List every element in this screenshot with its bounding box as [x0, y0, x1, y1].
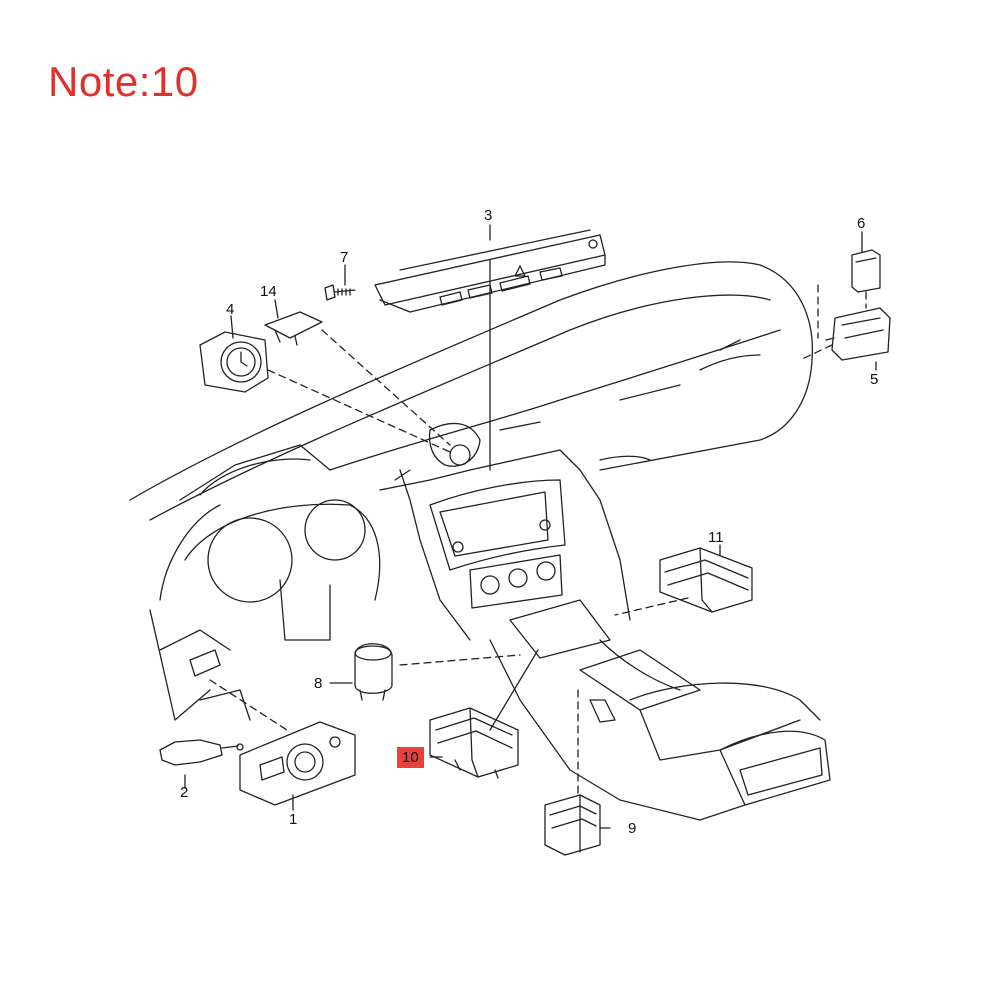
dashboard-drawing — [129, 261, 831, 821]
part-4-clock — [199, 331, 269, 393]
part-7-screw — [324, 284, 356, 301]
callout-2: 2 — [180, 784, 189, 801]
callout-7: 7 — [340, 249, 349, 266]
part-14-cover — [264, 311, 323, 346]
part-11-switch-block — [659, 547, 753, 613]
part-6-switch-cover — [851, 249, 881, 293]
callout-10-highlighted: 10 — [397, 747, 424, 768]
part-8-start-button — [354, 643, 393, 701]
callout-1: 1 — [289, 811, 298, 828]
callout-11: 11 — [708, 529, 724, 546]
callout-9: 9 — [628, 820, 637, 837]
callout-4: 4 — [226, 301, 235, 318]
part-1-light-switch — [239, 721, 356, 806]
note-title: Note:10 — [48, 58, 199, 105]
solid-leaders — [184, 224, 877, 829]
part-10-window-switch — [429, 707, 519, 779]
part-3-climate-panel — [374, 229, 606, 313]
callout-8: 8 — [314, 675, 323, 692]
callout-3: 3 — [484, 207, 493, 224]
part-5-switch — [825, 307, 891, 361]
part-2-sensor — [159, 739, 244, 766]
part-9-switch — [544, 794, 601, 856]
callout-14: 14 — [260, 283, 277, 300]
callout-5: 5 — [870, 371, 879, 388]
dashed-leaders — [209, 284, 867, 794]
callout-6: 6 — [857, 215, 866, 232]
